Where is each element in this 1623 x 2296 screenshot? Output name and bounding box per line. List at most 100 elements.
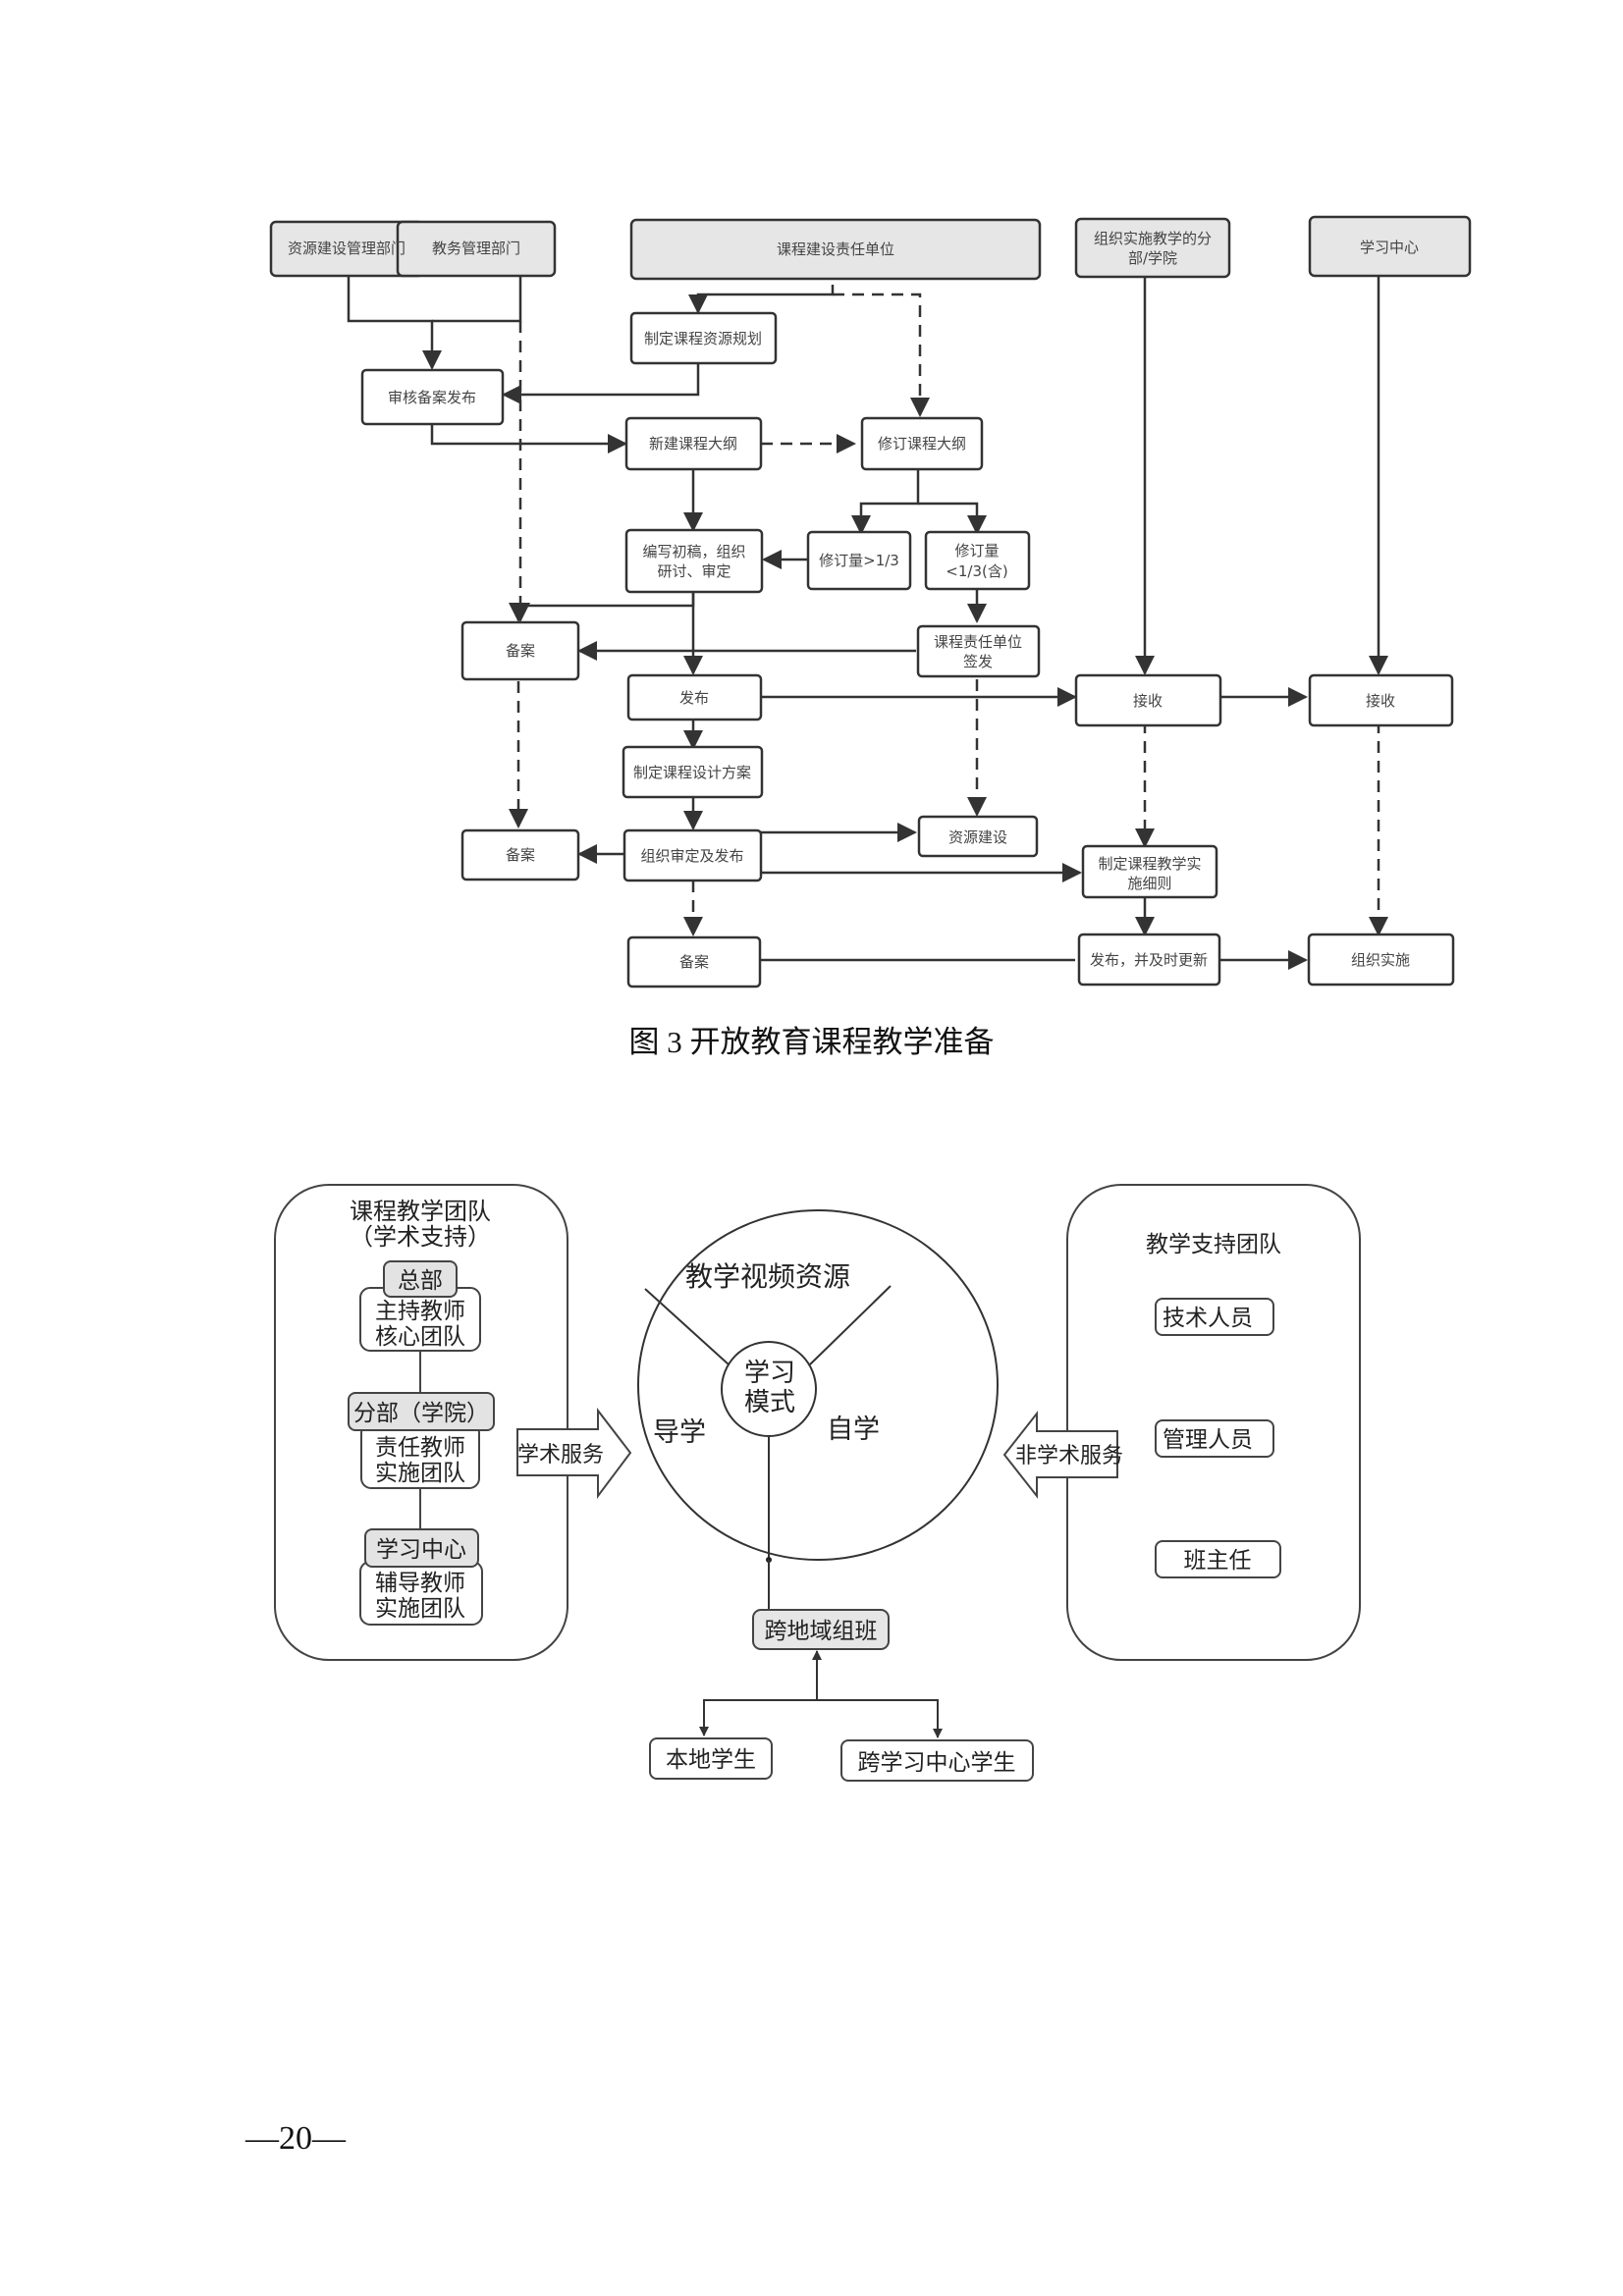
node-receive-branch-label: 接收: [1133, 692, 1163, 710]
non-academic-service-label: 非学术服务: [1015, 1444, 1123, 1468]
tech-staff-box: [1155, 1298, 1274, 1336]
class-teacher-label: 班主任: [1184, 1548, 1252, 1574]
figure3-caption: 图 3 开放教育课程教学准备: [628, 1025, 995, 1059]
node-draft: [624, 528, 764, 594]
self-learning-label: 自学: [827, 1415, 880, 1445]
node-resource-plan-label: 制定课程资源规划: [644, 330, 762, 347]
cross-region-class-label: 跨地域组班: [765, 1619, 878, 1644]
node-file2-label: 备案: [506, 846, 535, 864]
admin-staff-box: [1155, 1419, 1274, 1458]
header-learning-center: [1308, 215, 1472, 278]
node-receive-branch: [1074, 673, 1222, 727]
header-academic-dept: [396, 220, 557, 278]
edge-resource-to-review: [347, 277, 442, 370]
node-rules-label-1: 制定课程教学实: [1098, 855, 1201, 873]
learning-mode-label-2: 模式: [744, 1388, 795, 1417]
hq-tag: [383, 1260, 458, 1298]
node-file1: [460, 620, 580, 681]
node-rules-label-2: 施细则: [1127, 875, 1171, 892]
hq-team-label-2: 核心团队: [375, 1324, 465, 1350]
node-file3: [626, 935, 762, 988]
node-file3-label: 备案: [679, 953, 709, 971]
node-draft-label-2: 研讨、审定: [657, 562, 730, 580]
edge-draft-to-file1: [509, 592, 695, 622]
node-publish: [626, 673, 763, 721]
admin-staff-label: 管理人员: [1163, 1427, 1253, 1453]
tech-staff-label: 技术人员: [1163, 1306, 1253, 1331]
edge-review-to-new: [430, 424, 627, 454]
edge-revise-split: [851, 469, 920, 535]
node-revise-lt-label-1: 修订量: [954, 542, 999, 560]
branch-tag-label: 分部（学院）: [353, 1401, 489, 1426]
guided-learning-label: 导学: [653, 1417, 706, 1448]
node-new-syllabus-label: 新建课程大纲: [649, 435, 737, 453]
node-design-plan-label: 制定课程设计方案: [633, 764, 751, 781]
academic-service-label: 学术服务: [517, 1443, 604, 1468]
node-unit-sign-label-1: 课程责任单位: [934, 633, 1022, 651]
header-branch-label-2: 部/学院: [1128, 249, 1177, 267]
header-course-unit: [629, 218, 1042, 281]
header-resource-dept-label: 资源建设管理部门: [288, 240, 406, 257]
node-review-publish: [360, 368, 505, 426]
branch-team-label-1: 责任教师: [375, 1435, 465, 1461]
figure3-flowchart: 资源建设管理部门 教务管理部门 课程建设责任单位 组织实施教学的分 部/学院 学…: [269, 215, 1472, 988]
node-draft-label-1: 编写初稿，组织: [642, 543, 745, 561]
node-revise-lt-label-2: <1/3(含): [946, 562, 1007, 580]
node-implement-label: 组织实施: [1351, 951, 1410, 969]
local-students-box: [649, 1737, 773, 1780]
edge-academic-join: [432, 277, 522, 323]
node-resource-plan: [629, 311, 778, 365]
node-rules: [1081, 844, 1218, 899]
header-branch-label-1: 组织实施教学的分: [1094, 230, 1212, 247]
node-review-release: [622, 828, 763, 882]
divider-left: [644, 1288, 730, 1365]
left-team-title-1: 课程教学团队: [350, 1198, 491, 1225]
cross-region-class-box: [752, 1609, 890, 1650]
cross-center-students-label: 跨学习中心学生: [858, 1750, 1016, 1776]
edge-unit-to-plan: [688, 285, 835, 314]
edge-revise-split-right: [918, 502, 987, 535]
node-resource-build-label: 资源建设: [948, 828, 1007, 846]
node-unit-sign-label-2: 签发: [963, 653, 993, 670]
node-revise-syllabus-label: 修订课程大纲: [878, 435, 966, 453]
left-team-title-2: （学术支持）: [350, 1223, 491, 1251]
class-teacher-box: [1155, 1540, 1281, 1578]
center-tag-label: 学习中心: [376, 1537, 466, 1563]
header-branch: [1074, 217, 1231, 279]
node-revise-syllabus: [860, 416, 984, 471]
center-team-label-1: 辅导教师: [375, 1571, 465, 1596]
learning-circle: [637, 1209, 999, 1561]
node-receive-center: [1308, 673, 1454, 727]
branch-team-label-2: 实施团队: [375, 1461, 465, 1486]
cross-center-students-box: [840, 1739, 1034, 1782]
page-number: —20—: [245, 2120, 346, 2157]
node-publish-label: 发布: [679, 689, 709, 707]
video-resources-label: 教学视频资源: [685, 1260, 850, 1293]
non-academic-service-arrow: [1002, 1411, 1118, 1499]
class-to-local-arrow: [699, 1699, 817, 1736]
edge-unit-to-revise: [833, 293, 930, 417]
header-course-unit-label: 课程建设责任单位: [777, 240, 894, 258]
branch-tag: [348, 1392, 495, 1431]
hq-tag-label: 总部: [398, 1268, 443, 1294]
node-review-publish-label: 审核备案发布: [388, 389, 476, 406]
node-file1-label: 备案: [506, 642, 535, 660]
node-revise-lt: [924, 530, 1031, 591]
node-file2: [460, 828, 580, 881]
node-publish-update: [1077, 933, 1221, 987]
node-design-plan: [622, 745, 764, 799]
learning-mode-circle: [721, 1341, 817, 1437]
hq-team-label-1: 主持教师: [375, 1299, 465, 1324]
header-learning-center-label: 学习中心: [1360, 239, 1419, 256]
divider-right: [809, 1285, 892, 1365]
node-receive-center-label: 接收: [1366, 692, 1395, 710]
node-resource-build: [917, 815, 1039, 858]
edge-plan-to-review: [502, 363, 700, 404]
header-academic-dept-label: 教务管理部门: [432, 240, 520, 257]
node-revise-gt: [806, 530, 912, 591]
node-implement: [1307, 933, 1455, 987]
node-unit-sign: [916, 624, 1041, 678]
figure4-learning-model: 课程教学团队 （学术支持） 总部 主持教师 核心团队 分部（学院） 责任教师 实…: [274, 1184, 1361, 1782]
node-publish-update-label: 发布，并及时更新: [1090, 951, 1208, 969]
